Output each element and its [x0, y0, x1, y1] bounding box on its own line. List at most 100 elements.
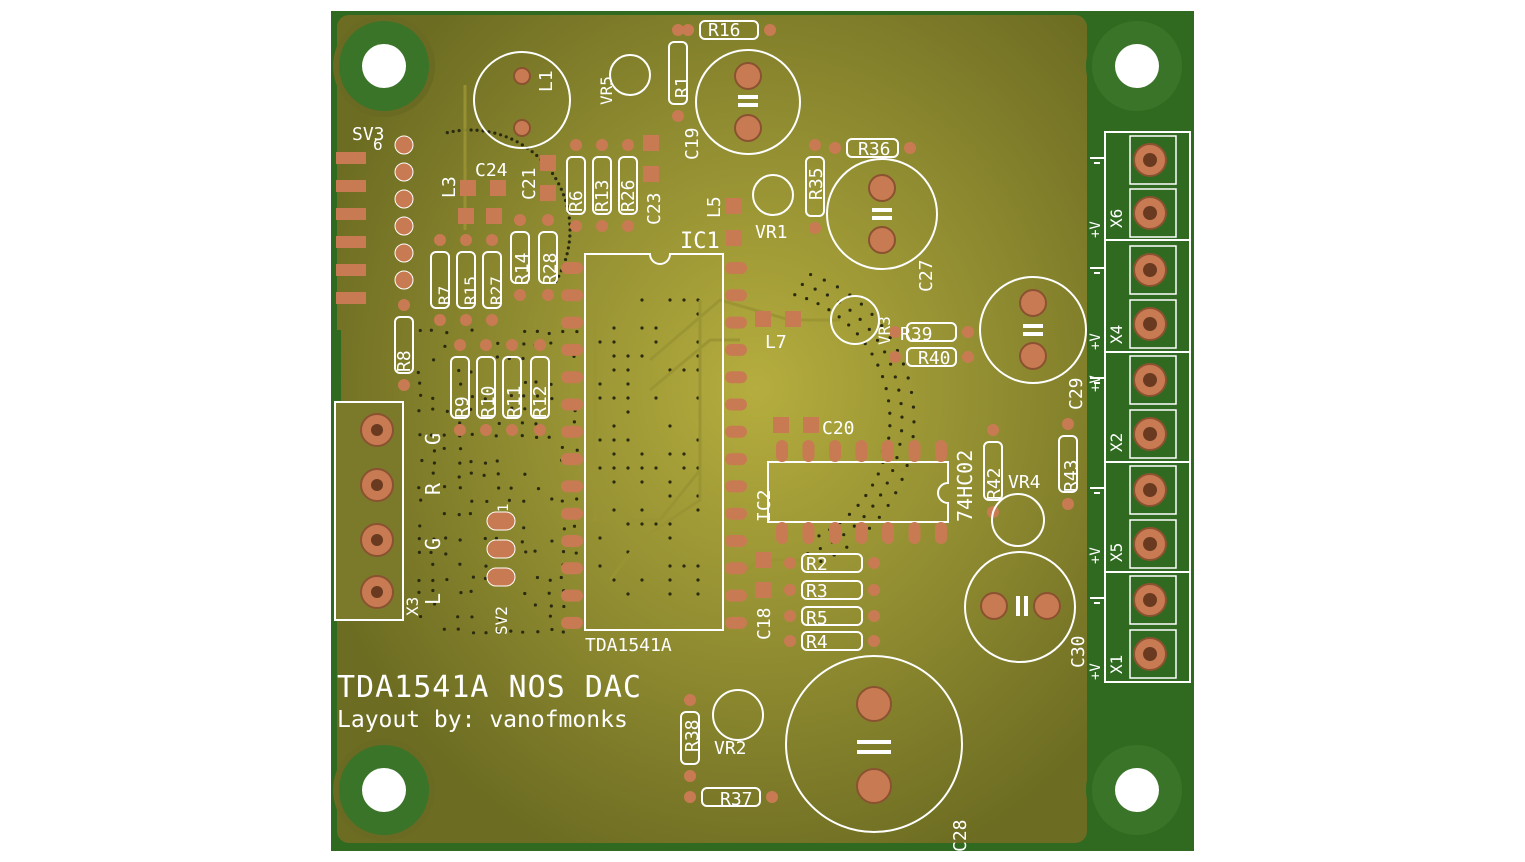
via: [626, 466, 630, 470]
via: [550, 171, 555, 176]
resistor-body: [846, 138, 899, 158]
via: [612, 508, 616, 512]
resistor-body: [701, 787, 761, 807]
via: [612, 396, 616, 400]
via: [419, 614, 423, 619]
via: [483, 536, 487, 541]
label-x4: X4: [1107, 325, 1126, 344]
resistor-pad: [1062, 418, 1074, 430]
via: [856, 503, 860, 507]
via: [626, 410, 630, 414]
via: [888, 336, 892, 340]
via: [640, 466, 644, 470]
via: [442, 433, 446, 437]
via: [442, 485, 447, 489]
sv3-header-pads: [394, 135, 414, 290]
sv2-pin: [486, 511, 516, 531]
via: [494, 536, 498, 540]
via: [548, 578, 552, 582]
via: [431, 578, 435, 583]
via: [509, 486, 513, 490]
via-field: [416, 128, 916, 635]
via: [482, 473, 486, 477]
via: [612, 340, 616, 344]
label-r15: R15: [461, 276, 480, 305]
via: [418, 328, 422, 333]
via: [818, 546, 822, 551]
ground-symbol: [1090, 377, 1104, 379]
via: [484, 631, 488, 635]
label-r10: R10: [478, 385, 499, 418]
resistor-pad: [809, 139, 821, 151]
via: [493, 131, 497, 135]
via: [566, 246, 570, 250]
via: [899, 401, 903, 406]
via: [822, 278, 826, 282]
via: [458, 538, 462, 542]
label-r11: R11: [504, 385, 525, 418]
via: [898, 442, 902, 446]
via: [858, 317, 862, 321]
label-r12: R12: [530, 385, 551, 418]
label-x1-plus-v: +V: [1088, 663, 1104, 680]
via: [483, 461, 488, 465]
ic1-pin: [725, 316, 747, 329]
ic1-pin: [561, 453, 583, 466]
label-r6: R6: [566, 190, 587, 212]
label-c29: C29: [1066, 377, 1087, 410]
via: [561, 193, 566, 197]
via: [470, 394, 474, 399]
label-x3: X3: [403, 597, 422, 616]
label-ic1: IC1: [680, 229, 720, 254]
ic1-pin: [725, 616, 747, 629]
via: [498, 617, 502, 621]
label-x4-plus-v: +V: [1088, 333, 1104, 350]
label-vr3: VR3: [875, 316, 894, 345]
via: [524, 550, 528, 554]
label-x5: X5: [1107, 543, 1126, 562]
via: [911, 405, 916, 409]
via: [522, 342, 526, 346]
via: [852, 524, 856, 528]
resistor-body: [430, 251, 450, 309]
resistor-body: [668, 41, 688, 105]
via: [871, 504, 875, 508]
via: [883, 350, 887, 354]
resistor-body: [394, 316, 414, 374]
via: [494, 434, 498, 438]
via: [626, 368, 630, 372]
via: [458, 486, 462, 490]
label-r2: R2: [806, 554, 828, 575]
resistor-pad: [987, 424, 999, 436]
via: [496, 341, 500, 345]
via: [429, 550, 433, 555]
resistor-pad: [480, 424, 492, 436]
terminal-hole: [1143, 317, 1157, 331]
via: [470, 328, 474, 332]
mounting-holes: [333, 15, 1188, 841]
resistor-pad: [684, 791, 696, 803]
via: [523, 472, 527, 476]
via: [417, 409, 421, 413]
resistor-pad: [868, 584, 880, 596]
via: [598, 564, 602, 568]
via: [429, 433, 434, 437]
via: [668, 298, 672, 302]
resistor-pad: [1062, 498, 1074, 510]
resistor-pad: [784, 584, 796, 596]
via: [510, 137, 514, 141]
via: [612, 480, 616, 484]
ic2-pin: [908, 522, 921, 544]
resistor-pad: [454, 339, 466, 351]
via: [819, 559, 823, 564]
via: [897, 388, 901, 392]
via: [547, 435, 551, 439]
via: [876, 363, 880, 367]
label-c27: C27: [916, 259, 937, 292]
via: [533, 549, 537, 553]
resistor-pad: [764, 24, 776, 36]
via: [572, 524, 577, 528]
via: [515, 140, 519, 144]
via: [451, 129, 455, 134]
label-sv2: SV2: [492, 606, 511, 635]
